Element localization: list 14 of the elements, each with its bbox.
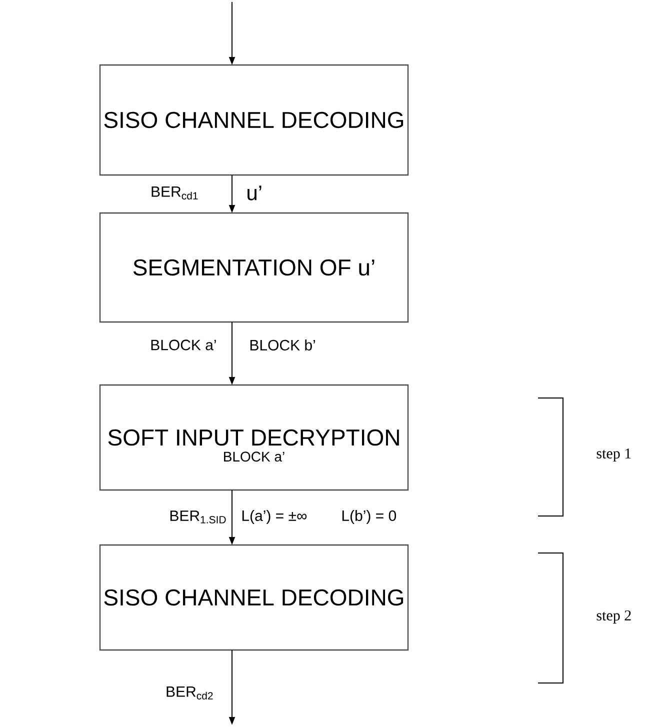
signal-label: BER$_{cd1}$ — [152, 186, 198, 200]
signal-label: L(a’) = ±∞ — [242, 510, 307, 524]
step-label: step 2 — [596, 610, 631, 624]
process-box: SISO CHANNEL DECODING — [99, 544, 409, 651]
step-label: step 1 — [596, 448, 631, 462]
process-box: SEGMENTATION OF u’ — [99, 212, 409, 323]
process-box: SOFT INPUT DECRYPTION BLOCK a’ — [99, 384, 409, 491]
signal-label: BLOCK b’ — [250, 339, 315, 350]
process-box: SISO CHANNEL DECODING — [99, 64, 409, 176]
signal-label: BER$_{cd2}$ — [166, 686, 213, 700]
signal-label: L(b’) = 0 — [342, 510, 396, 524]
signal-label: u’ — [248, 186, 262, 200]
signal-label: BER$_{1.SID}$ — [170, 510, 226, 524]
signal-label: BLOCK a’ — [151, 340, 216, 350]
